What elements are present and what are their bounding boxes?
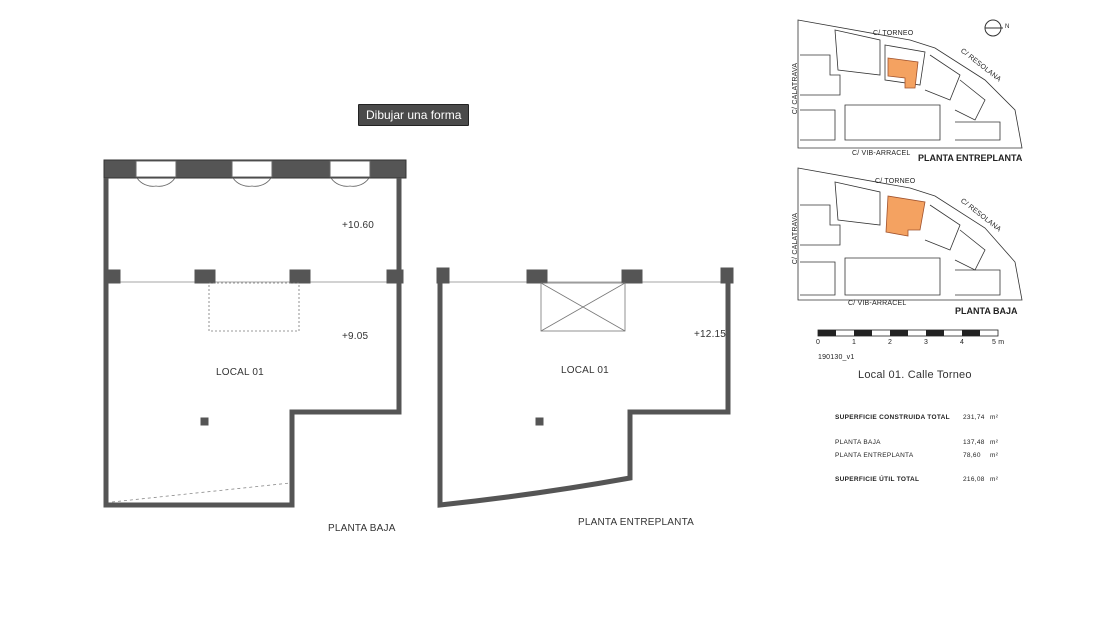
street-torneo-bottom: C/ TORNEO [875, 178, 916, 185]
scale-tick: 3 [924, 339, 929, 346]
scale-tick: 4 [960, 339, 965, 346]
drawing-code: 190130_v1 [818, 354, 855, 361]
row-unit: m² [990, 476, 999, 483]
street-arracel-top: C/ VIB-ARRACEL [852, 150, 911, 157]
street-arracel-bottom: C/ VIB-ARRACEL [848, 300, 907, 307]
room-label-entreplanta: LOCAL 01 [561, 365, 609, 376]
street-calatrava-top: C/ CALATRAVA [792, 62, 800, 115]
plan-planta-baja [103, 159, 407, 508]
row-label: PLANTA ENTREPLANTA [835, 452, 914, 459]
street-torneo-top: C/ TORNEO [873, 30, 914, 37]
site-caption-bottom: PLANTA BAJA [955, 306, 1018, 316]
site-map-top [797, 19, 1023, 149]
level-upper-label: +10.60 [342, 220, 375, 231]
row-value: 216,08 [963, 476, 985, 483]
street-calatrava-bottom: C/ CALATRAVA [792, 212, 800, 265]
scale-tick: 1 [852, 339, 857, 346]
scale-bar [817, 329, 999, 337]
plan-planta-entreplanta [436, 267, 734, 508]
scale-tick: 2 [888, 339, 893, 346]
row-label: PLANTA BAJA [835, 439, 881, 446]
row-value: 137,48 [963, 439, 985, 446]
level-lower-label: +9.05 [342, 331, 369, 342]
site-caption-top: PLANTA ENTREPLANTA [918, 153, 1023, 163]
row-label: SUPERFICIE CONSTRUIDA TOTAL [835, 414, 950, 421]
draw-shape-tooltip[interactable]: Dibujar una forma [358, 104, 470, 126]
row-unit: m² [990, 414, 999, 421]
north-arrow [984, 19, 1003, 37]
row-value: 231,74 [963, 414, 985, 421]
site-map-bottom [797, 167, 1023, 301]
room-label-baja: LOCAL 01 [216, 367, 264, 378]
scale-tick: 0 [816, 339, 821, 346]
caption-planta-entreplanta: PLANTA ENTREPLANTA [578, 517, 695, 528]
row-value: 78,60 [963, 452, 981, 459]
row-unit: m² [990, 439, 999, 446]
scale-tick: 5 m [992, 339, 1005, 346]
summary-title: Local 01. Calle Torneo [858, 369, 972, 381]
north-label: N [1005, 24, 1010, 30]
caption-planta-baja: PLANTA BAJA [328, 523, 396, 534]
row-label: SUPERFICIE ÚTIL TOTAL [835, 476, 920, 483]
level-label-entreplanta: +12.15 [694, 329, 727, 340]
row-unit: m² [990, 452, 999, 459]
